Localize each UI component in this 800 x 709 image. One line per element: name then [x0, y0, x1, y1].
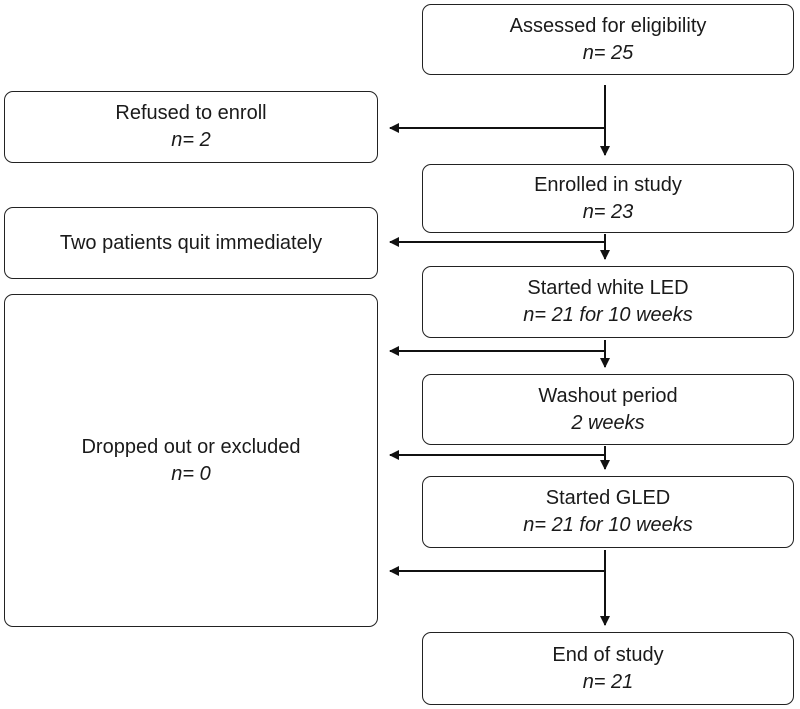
assessed-box: Assessed for eligibility n= 25: [422, 4, 794, 75]
enrolled-title: Enrolled in study: [534, 173, 682, 196]
enrolled-box: Enrolled in study n= 23: [422, 164, 794, 233]
gled-count: n= 21 for 10 weeks: [523, 514, 693, 536]
quit-title: Two patients quit immediately: [59, 231, 323, 254]
quit-box: Two patients quit immediately: [4, 207, 378, 279]
end-title: End of study: [552, 643, 664, 666]
dropped-title: Dropped out or excluded: [81, 435, 301, 458]
assessed-title: Assessed for eligibility: [509, 14, 707, 37]
white-led-count: n= 21 for 10 weeks: [523, 304, 693, 326]
gled-box: Started GLED n= 21 for 10 weeks: [422, 476, 794, 548]
enrolled-count: n= 23: [582, 200, 634, 223]
refused-title: Refused to enroll: [115, 102, 267, 124]
white-led-title: Started white LED: [527, 277, 689, 299]
end-box: End of study n= 21: [422, 632, 794, 705]
washout-count: 2 weeks: [571, 411, 645, 434]
end-count: n= 21: [582, 670, 634, 693]
dropped-count: n= 0: [171, 462, 211, 485]
white-led-box: Started white LED n= 21 for 10 weeks: [422, 266, 794, 338]
dropped-box: Dropped out or excluded n= 0: [4, 294, 378, 627]
assessed-count: n= 25: [582, 41, 634, 64]
refused-count: n= 2: [171, 129, 211, 151]
gled-title: Started GLED: [545, 487, 671, 509]
refused-box: Refused to enroll n= 2: [4, 91, 378, 163]
washout-title: Washout period: [538, 384, 678, 407]
washout-box: Washout period 2 weeks: [422, 374, 794, 445]
